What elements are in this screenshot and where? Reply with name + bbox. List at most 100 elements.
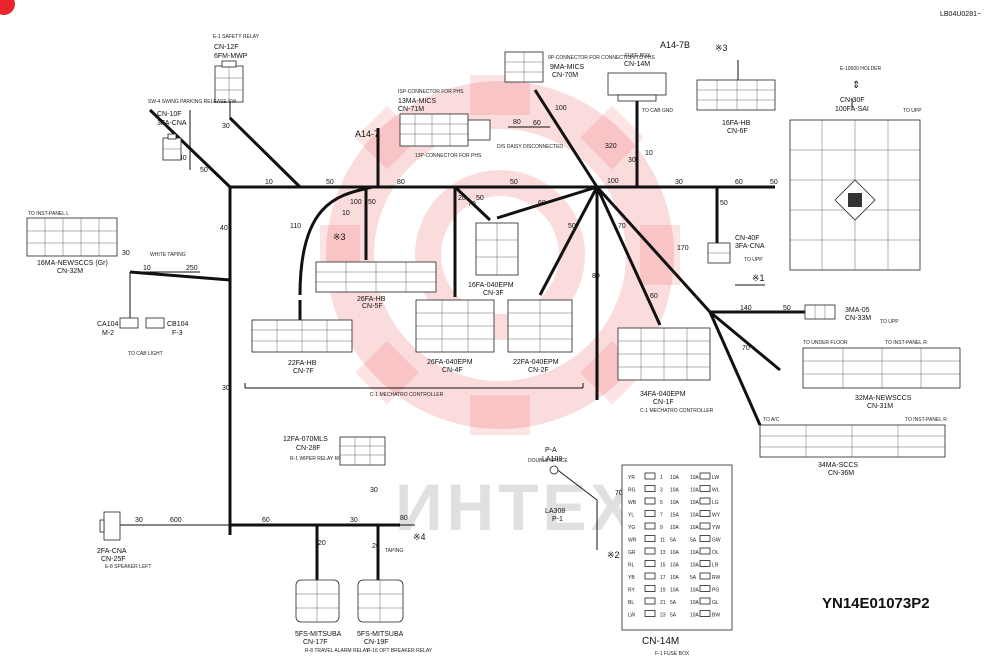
note-4: ※4	[413, 532, 426, 542]
svg-text:LA108: LA108	[542, 456, 562, 463]
length-labels: 30 140 50 10 50 80 50 100 30 60 50 40 25…	[122, 105, 791, 550]
svg-text:CN-40F: CN-40F	[735, 235, 760, 242]
fuse-label: GR	[628, 550, 636, 556]
svg-text:9P-CONNECTOR FOR CONNECTION TO: 9P-CONNECTOR FOR CONNECTION TO PHS	[548, 55, 655, 61]
svg-text:5FS-MITSUBA: 5FS-MITSUBA	[295, 631, 342, 638]
fuse-label: RG	[628, 488, 636, 494]
svg-text:100: 100	[555, 105, 567, 112]
fuse-row: GR1310A10A14OL	[628, 547, 719, 556]
svg-text:3MA-05: 3MA-05	[845, 307, 870, 314]
svg-text:CN-36M: CN-36M	[828, 470, 854, 477]
svg-text:30: 30	[370, 487, 378, 494]
svg-text:26FA-HB: 26FA-HB	[357, 296, 386, 303]
note-3b: ※3	[715, 43, 728, 53]
splice-la108: P-A LA108 DOUBLE SPLICE	[528, 447, 568, 475]
fuse-label: 17	[660, 575, 666, 581]
note-1: ※1	[752, 273, 765, 283]
fuse-slot	[699, 610, 711, 617]
fuse-slot	[699, 597, 711, 605]
fuse-slot	[699, 547, 711, 555]
svg-text:CN-31M: CN-31M	[867, 403, 893, 410]
fuse-slot	[644, 522, 656, 530]
connector-cn40f: CN-40F 3FA-CNA TO UPP	[707, 235, 765, 264]
svg-text:CN-5F: CN-5F	[362, 303, 383, 310]
gear-watermark-icon	[320, 75, 680, 435]
node-a147: A14-7	[355, 129, 379, 139]
connector-ca104: CA104 M-2	[97, 317, 139, 337]
svg-text:CN-10F: CN-10F	[157, 111, 182, 118]
fuse-slot	[699, 535, 711, 542]
svg-text:32MA-NEWSCCS: 32MA-NEWSCCS	[855, 395, 912, 402]
svg-text:P-1: P-1	[552, 516, 563, 523]
svg-text:600: 600	[170, 517, 182, 524]
fuse-label: 10A	[670, 525, 680, 531]
fuse-label: LW	[628, 613, 635, 619]
connector-cn71m: ISP-CONNECTOR FOR PHS 13MA-MICS CN-71M 1…	[398, 89, 563, 159]
svg-text:TO UPP: TO UPP	[903, 108, 922, 114]
svg-text:70: 70	[618, 223, 626, 230]
connector-cn6f: 16FA-HB CN-6F	[696, 79, 776, 135]
svg-text:10: 10	[645, 150, 653, 157]
svg-text:80: 80	[592, 273, 600, 280]
connector-cn30f: E-10500 HOLDER ⇕ CN-30F 100FA-SAI TO UPP	[789, 66, 922, 271]
svg-text:CN-3F: CN-3F	[483, 290, 504, 297]
connector-cn28f: 12FA-070MLS CN-28F R-1 WIPER RELAY ROOF	[283, 436, 386, 466]
mechatro-controller-note: C-1 MECHATRO CONTROLLER	[370, 392, 444, 398]
svg-text:R-1 WIPER RELAY ROOF: R-1 WIPER RELAY ROOF	[290, 456, 349, 462]
fuse-slot	[644, 560, 656, 567]
svg-text:D/S DAISY DISCONNECTED: D/S DAISY DISCONNECTED	[497, 144, 563, 150]
fuse-label: GL	[712, 600, 719, 606]
splice-la308: LA308 P-1	[545, 508, 565, 523]
fuse-label: 10A	[690, 588, 700, 594]
svg-text:22FA-040EPM: 22FA-040EPM	[513, 359, 559, 366]
fuse-slot	[644, 572, 656, 580]
svg-text:R-8 TRAVEL ALARM RELAY: R-8 TRAVEL ALARM RELAY	[305, 648, 370, 654]
fuse-label: 9	[660, 525, 663, 531]
svg-text:CN-32M: CN-32M	[57, 268, 83, 275]
connector-cn5f: 26FA-HB CN-5F	[315, 261, 437, 310]
svg-text:100: 100	[350, 199, 362, 206]
svg-text:CN-19F: CN-19F	[364, 639, 389, 646]
fuse-label: 10A	[670, 575, 680, 581]
fuse-label: LG	[712, 500, 719, 506]
fuse-slot	[699, 497, 711, 505]
svg-text:CN-1F: CN-1F	[653, 399, 674, 406]
svg-text:CN-30F: CN-30F	[840, 97, 865, 104]
fuse-slot	[644, 485, 656, 492]
svg-text:R-16 OPT BREAKER RELAY: R-16 OPT BREAKER RELAY	[367, 648, 433, 654]
fuse-label: YW	[712, 525, 720, 531]
svg-text:50: 50	[568, 223, 576, 230]
svg-text:30: 30	[122, 250, 130, 257]
fuse-slot	[644, 497, 656, 505]
svg-text:50: 50	[368, 199, 376, 206]
fuse-row: RG310A10A4WL	[628, 485, 720, 494]
svg-text:E-1 SAFETY RELAY: E-1 SAFETY RELAY	[213, 34, 260, 40]
fuse-label: 10A	[690, 488, 700, 494]
fuse-slot	[699, 472, 711, 480]
svg-text:60: 60	[650, 293, 658, 300]
svg-text:70: 70	[615, 490, 623, 497]
svg-text:50: 50	[200, 167, 208, 174]
svg-text:CN-33M: CN-33M	[845, 315, 871, 322]
note-2: ※2	[607, 550, 620, 560]
svg-text:320: 320	[605, 143, 617, 150]
svg-text:50: 50	[476, 195, 484, 202]
connector-cn31m: TO UNDER FLOOR TO INST-PANEL R 32MA-NEWS…	[802, 340, 961, 410]
fuse-slot	[699, 510, 711, 517]
connector-cn10f: SW-4 SWING PARKING RELEASE SW CN-10F 3FA…	[148, 99, 236, 161]
fuse-label: 3	[660, 488, 663, 494]
svg-text:80: 80	[513, 119, 521, 126]
svg-text:30: 30	[628, 157, 636, 164]
svg-text:F-3: F-3	[172, 330, 183, 337]
fuse-row: WR115A5A12GW	[628, 535, 721, 544]
svg-text:70: 70	[742, 345, 750, 352]
fuse-label: YB	[628, 575, 635, 581]
svg-text:16MA-NEWSCCS (Gr): 16MA-NEWSCCS (Gr)	[37, 260, 108, 267]
svg-text:ISP-CONNECTOR FOR PHS: ISP-CONNECTOR FOR PHS	[398, 89, 464, 95]
fuse-row: RY1910A10A20PG	[628, 585, 719, 594]
connector-cn12f: E-1 SAFETY RELAY CN-12F 6FM-MWP	[213, 34, 260, 103]
svg-text:60: 60	[538, 200, 546, 207]
fuse-label: 10A	[690, 613, 700, 619]
svg-text:60: 60	[262, 517, 270, 524]
svg-text:CA104: CA104	[97, 321, 119, 328]
